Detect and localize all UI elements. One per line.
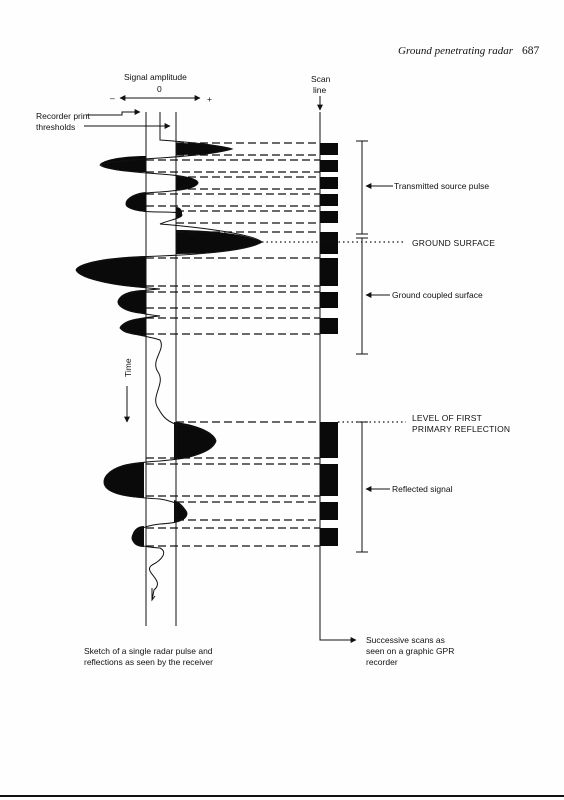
threshold-pointer-1 (86, 109, 141, 116)
transmitted-source-pulse-label: Transmitted source pulse (394, 181, 489, 191)
reflected-signal-label: Reflected signal (392, 484, 453, 494)
signal-amplitude-label: Signal amplitude (124, 72, 187, 82)
first-reflection-label-1: LEVEL OF FIRST (412, 413, 482, 423)
scan-marks (320, 143, 338, 546)
recorder-thresholds-label-2: thresholds (36, 122, 75, 132)
axis-plus-sign: + (207, 94, 212, 104)
scan-caption-pointer (319, 636, 357, 643)
projection-lines (146, 142, 320, 547)
ground-surface-label: GROUND SURFACE (412, 238, 495, 248)
sketch-caption-2: reflections as seen by the receiver (84, 657, 213, 667)
axis-minus-sign: – (110, 93, 115, 103)
ground-coupled-surface-label: Ground coupled surface (392, 290, 483, 300)
bracket-transmitted (356, 140, 368, 235)
scan-line-label-2: line (313, 85, 327, 95)
first-reflection-label-2: PRIMARY REFLECTION (412, 424, 510, 434)
positive-lobes (174, 143, 262, 522)
axis-zero-label: 0 (157, 84, 162, 94)
scans-caption-3: recorder (366, 657, 398, 667)
scans-caption-1: Successive scans as (366, 635, 445, 645)
radar-pulse-waveform (75, 112, 263, 601)
bracket-ground-coupled (356, 237, 368, 355)
recorder-thresholds-label-1: Recorder print (36, 111, 90, 121)
page-number: 687 (522, 45, 540, 57)
time-label: Time (123, 358, 133, 377)
negative-lobes (76, 156, 146, 547)
scan-line-label-1: Scan (311, 74, 331, 84)
waveform-arrow-end (151, 588, 156, 602)
scans-caption-2: seen on a graphic GPR (366, 646, 454, 656)
bracket-reflected (356, 421, 368, 553)
sketch-caption-1: Sketch of a single radar pulse and (84, 646, 213, 656)
running-title: Ground penetrating radar (398, 45, 514, 57)
